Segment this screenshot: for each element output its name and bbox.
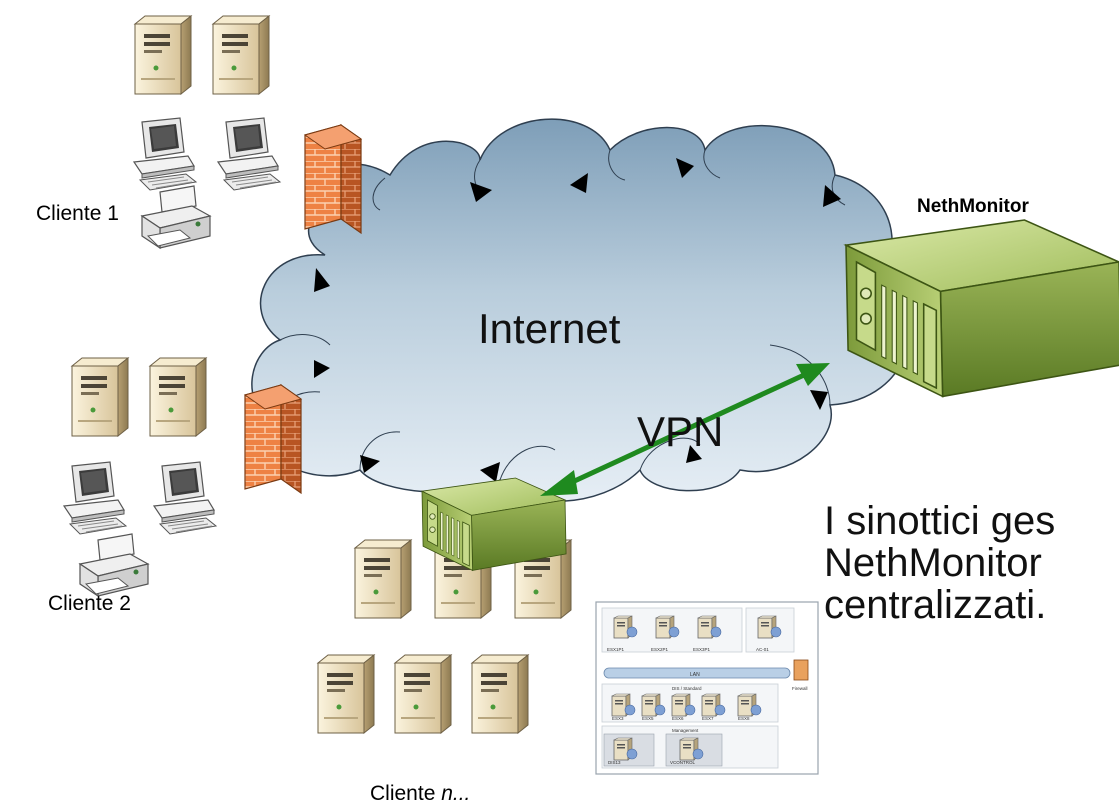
vpn-label: VPN [637, 408, 724, 455]
nethmonitor-appliance-icon [845, 219, 1119, 398]
synoptic-firewall-label: Firewall [792, 686, 808, 691]
synoptic-host-label: ESX7 [702, 716, 714, 721]
synoptic-host-label: ESX3 [612, 716, 624, 721]
nethmonitor-label: NethMonitor [917, 196, 1029, 217]
server-icon [149, 357, 207, 437]
firewall-icon [244, 384, 302, 494]
client-n-group [317, 539, 572, 734]
client-n-prefix: Cliente [370, 782, 442, 805]
workstation-icon [217, 117, 281, 191]
synoptic-host-label: ESX2P1 [651, 647, 669, 652]
synoptic-host-label: ESX3P1 [693, 647, 711, 652]
client-1-group [133, 15, 362, 249]
synoptic-host-label: ESX8 [738, 716, 750, 721]
synoptic-host-label: AC-01 [756, 647, 769, 652]
server-icon [134, 15, 192, 95]
synoptic-thumbnail: ESX1P1 ESX2P1 ESX3P1 AC-01 LAN Firewall … [595, 601, 819, 775]
synoptic-host-label: VCONTROL [670, 760, 696, 765]
client-1-label: Cliente 1 [36, 202, 119, 225]
workstation-icon [153, 461, 217, 535]
client-n-suffix: n... [441, 782, 471, 805]
server-icon [71, 357, 129, 437]
printer-icon [79, 533, 149, 597]
client-2-group [63, 357, 302, 597]
printer-icon [141, 185, 211, 249]
server-icon [354, 539, 412, 619]
client-appliance-icon [421, 477, 567, 571]
workstation-icon [133, 117, 197, 191]
client-2-label: Cliente 2 [48, 592, 131, 615]
server-icon [317, 654, 375, 734]
firewall-icon [304, 124, 362, 234]
synoptic-host-label: ESX6 [672, 716, 684, 721]
synoptic-host-label: ESX1P1 [607, 647, 625, 652]
server-icon [212, 15, 270, 95]
caption-line: centralizzati. [824, 583, 1047, 627]
server-icon [394, 654, 452, 734]
synoptic-lan-label: LAN [690, 672, 700, 678]
caption-line: NethMonitor [824, 541, 1042, 585]
vpn-link [540, 363, 830, 496]
synoptic-management-label: Management [672, 728, 699, 733]
client-n-label: Cliente n... [370, 782, 470, 806]
internet-label: Internet [478, 305, 621, 352]
synoptic-dmz-label: DIS / Standard [672, 686, 702, 691]
synoptic-host-label: DIS13 [608, 760, 621, 765]
caption-line: I sinottici ges [824, 499, 1056, 543]
synoptic-host-label: ESX5 [642, 716, 654, 721]
server-icon [471, 654, 529, 734]
caption-text: I sinottici ges NethMonitor centralizzat… [824, 500, 1119, 626]
workstation-icon [63, 461, 127, 535]
